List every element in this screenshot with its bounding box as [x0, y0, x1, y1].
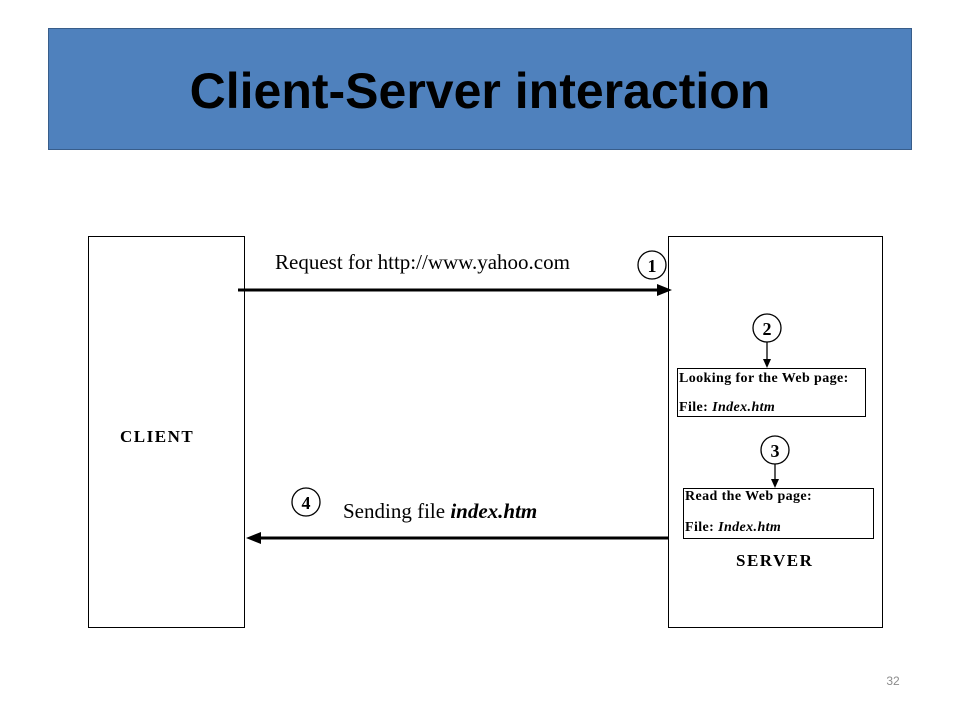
title-banner: Client-Server interaction [48, 28, 912, 150]
read-process-line2: File: Index.htm [685, 520, 781, 536]
step4-marker: 4 [291, 487, 321, 517]
read-process-line1: Read the Web page: [685, 489, 813, 504]
step4-number: 4 [302, 493, 311, 513]
client-box: CLIENT [88, 236, 245, 628]
request-label: Request for http://www.yahoo.com [275, 250, 570, 274]
step1-number: 1 [648, 256, 657, 276]
client-label: CLIENT [120, 427, 195, 446]
sending-label-file: index.htm [450, 499, 538, 523]
sending-label: Sending file index.htm [343, 499, 537, 523]
slide-title: Client-Server interaction [189, 63, 771, 119]
sending-label-prefix: Sending file [343, 499, 451, 523]
lookup-process-line1: Looking for the Web page: [679, 371, 849, 386]
response-arrowhead [246, 532, 261, 544]
read-process-box: Read the Web page: File: Index.htm [683, 488, 874, 539]
lookup-file-prefix: File: [679, 400, 713, 415]
lookup-process-box: Looking for the Web page: File: Index.ht… [677, 368, 866, 417]
page-number: 32 [886, 674, 900, 688]
step1-circle [637, 250, 667, 280]
server-label: SERVER [736, 551, 814, 570]
step4-circle [291, 487, 321, 517]
read-file-name: Index.htm [718, 520, 782, 535]
read-file-prefix: File: [685, 520, 719, 535]
server-box: SERVER [668, 236, 883, 628]
lookup-process-line2: File: Index.htm [679, 400, 775, 416]
step1-marker: 1 [637, 250, 667, 280]
lookup-file-name: Index.htm [712, 400, 776, 415]
